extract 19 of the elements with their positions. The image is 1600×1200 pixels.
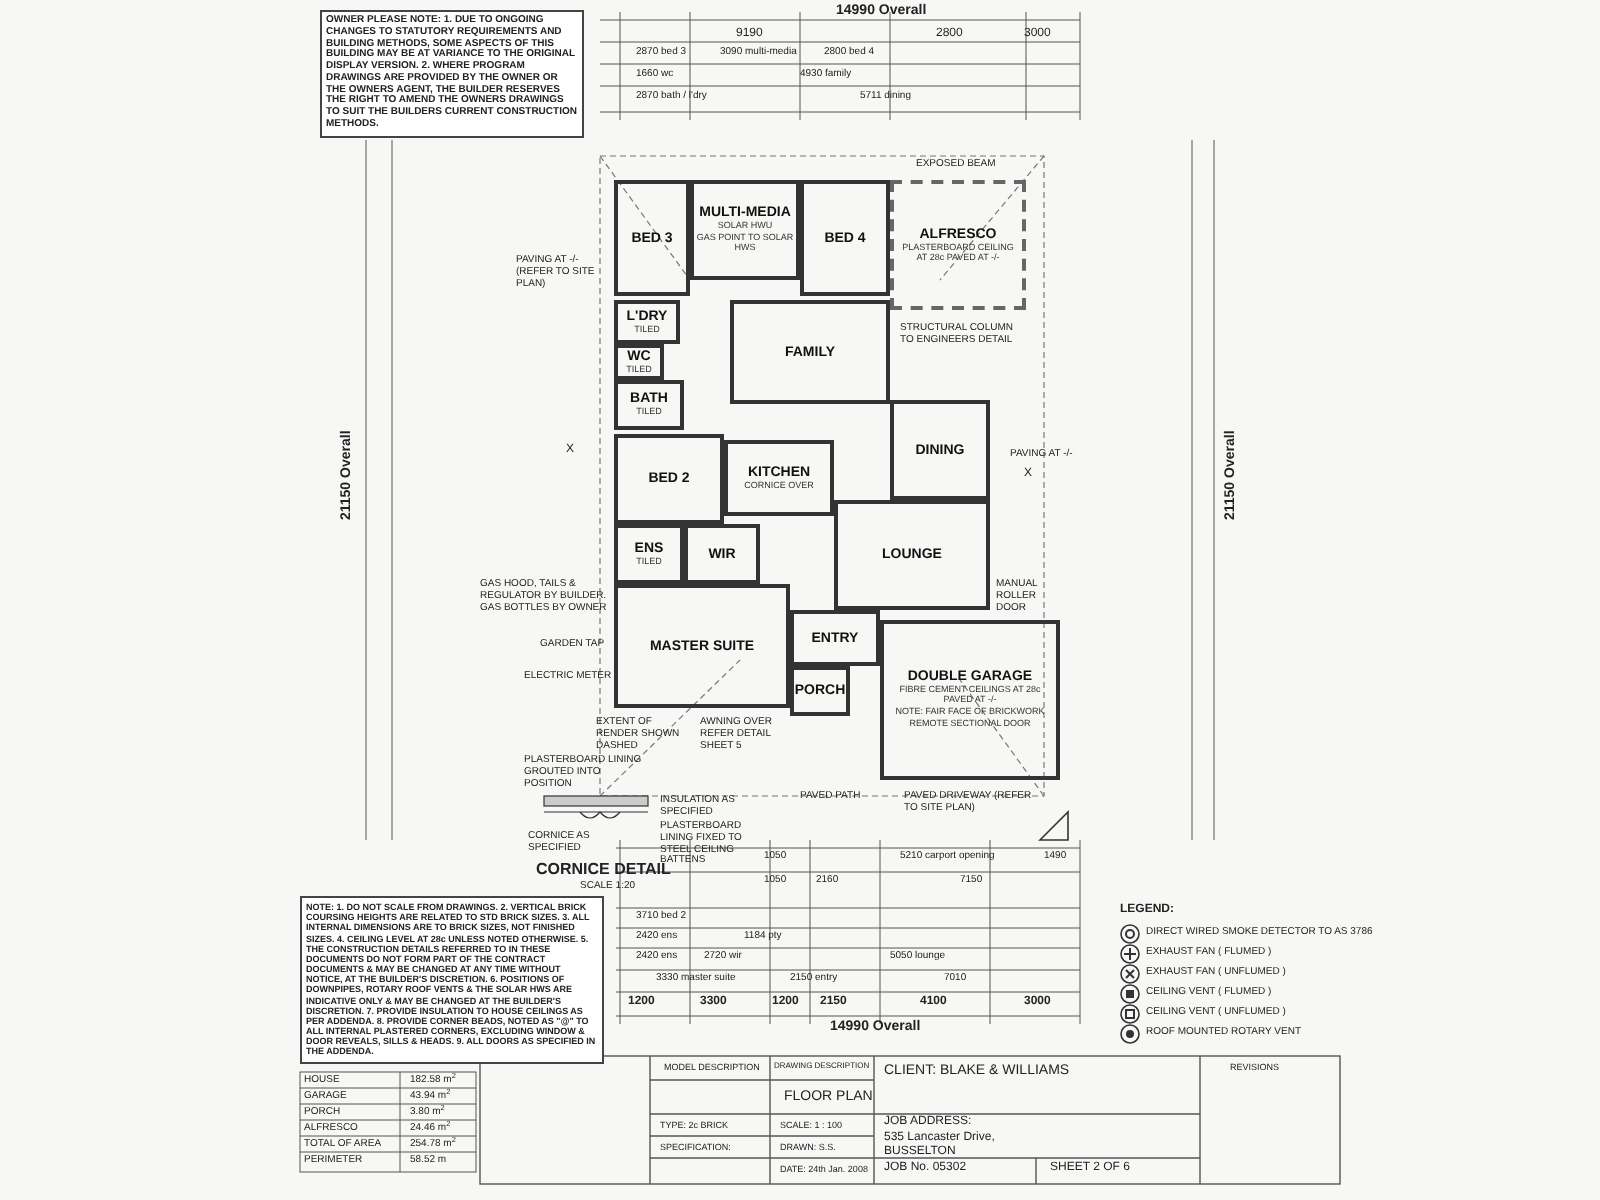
room-outline: [730, 300, 890, 404]
room-outline: [790, 610, 880, 666]
room-outline: [614, 584, 790, 708]
room-outline: [614, 434, 724, 524]
detail-heading: CORNICE DETAIL: [536, 860, 671, 879]
room-outline: [800, 180, 890, 296]
room-outline: [834, 500, 990, 610]
room-outline: [614, 344, 664, 380]
room-outline: [684, 524, 760, 584]
room-outline: [614, 300, 680, 344]
room-outline: [724, 440, 834, 516]
room-outline: [690, 180, 800, 280]
room-outline: [614, 380, 684, 430]
room-outline: [890, 400, 990, 500]
room-outline: [880, 620, 1060, 780]
room-outline: [890, 180, 1026, 310]
room-outline: [614, 524, 684, 584]
room-outline: [614, 180, 690, 296]
room-outline: [790, 666, 850, 716]
